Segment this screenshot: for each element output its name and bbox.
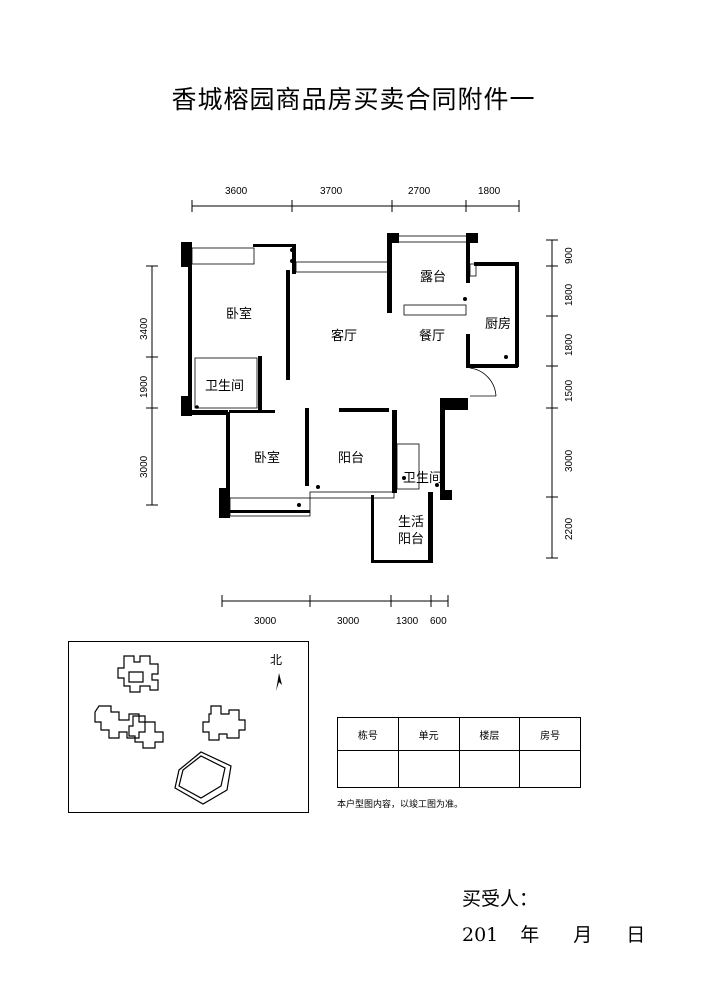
room-label-bedroom-top: 卧室	[226, 306, 252, 322]
north-arrow: 北	[270, 651, 283, 691]
month-label: 月	[573, 924, 593, 946]
table-header-floor: 楼层	[458, 717, 521, 751]
room-label-utility-line2: 阳台	[398, 532, 424, 547]
walls	[181, 233, 519, 563]
site-plan-buildings	[94, 655, 246, 805]
table-header-unit: 单元	[397, 717, 460, 751]
room-label-bath-left: 卫生间	[205, 379, 244, 394]
table-header-room: 房号	[519, 717, 581, 751]
date-line: 201 年 月 日	[462, 920, 645, 947]
page-title: 香城榕园商品房买卖合同附件一	[171, 85, 536, 114]
room-label-living: 客厅	[331, 328, 357, 344]
room-label-balcony: 阳台	[338, 451, 364, 466]
top-dim-3: 2700	[408, 186, 431, 197]
top-dimension-line	[191, 200, 520, 212]
left-dimension-line	[146, 265, 158, 506]
bottom-dimension-line	[221, 595, 449, 607]
site-plan-box	[68, 641, 309, 813]
unit-info-table: 栋号 单元 楼层 房号	[337, 717, 581, 788]
table-header-building: 栋号	[337, 717, 399, 751]
right-dim-4: 1500	[564, 379, 575, 402]
right-dim-2: 1800	[564, 283, 575, 306]
room-label-utility-line1: 生活	[398, 515, 424, 530]
top-dim-2: 3700	[320, 186, 343, 197]
north-label: 北	[270, 653, 283, 667]
room-label-kitchen: 厨房	[485, 316, 511, 332]
buyer-label: 买受人：	[462, 888, 539, 910]
bottom-dim-1: 3000	[254, 616, 277, 627]
right-dimension-line	[546, 239, 558, 559]
room-label-bath-right: 卫生间	[403, 471, 442, 486]
bottom-dim-4: 600	[430, 616, 447, 627]
table-cell-floor[interactable]	[458, 750, 521, 788]
right-dim-1: 900	[564, 247, 575, 264]
top-dim-1: 3600	[225, 186, 248, 197]
left-dim-2: 1900	[139, 375, 150, 398]
table-cell-room[interactable]	[519, 750, 581, 788]
year-label: 年	[520, 924, 540, 946]
year-prefix: 201	[462, 924, 499, 946]
disclaimer-note: 本户型图内容，以竣工图为准。	[337, 800, 464, 810]
day-label: 日	[626, 924, 646, 946]
right-dim-6: 2200	[564, 517, 575, 540]
room-label-dining: 餐厅	[419, 328, 445, 344]
bottom-dim-3: 1300	[396, 616, 419, 627]
bottom-dim-2: 3000	[337, 616, 360, 627]
left-dim-1: 3400	[139, 317, 150, 340]
table-cell-building[interactable]	[337, 750, 399, 788]
right-dim-5: 3000	[564, 449, 575, 472]
window-outlines	[191, 235, 497, 517]
right-dim-3: 1800	[564, 333, 575, 356]
left-dim-3: 3000	[139, 455, 150, 478]
fixtures	[195, 248, 508, 507]
top-dim-4: 1800	[478, 186, 501, 197]
north-arrow-icon	[276, 673, 282, 691]
room-label-bedroom-bottom: 卧室	[254, 450, 280, 466]
table-cell-unit[interactable]	[397, 750, 460, 788]
room-label-terrace: 露台	[420, 270, 446, 285]
